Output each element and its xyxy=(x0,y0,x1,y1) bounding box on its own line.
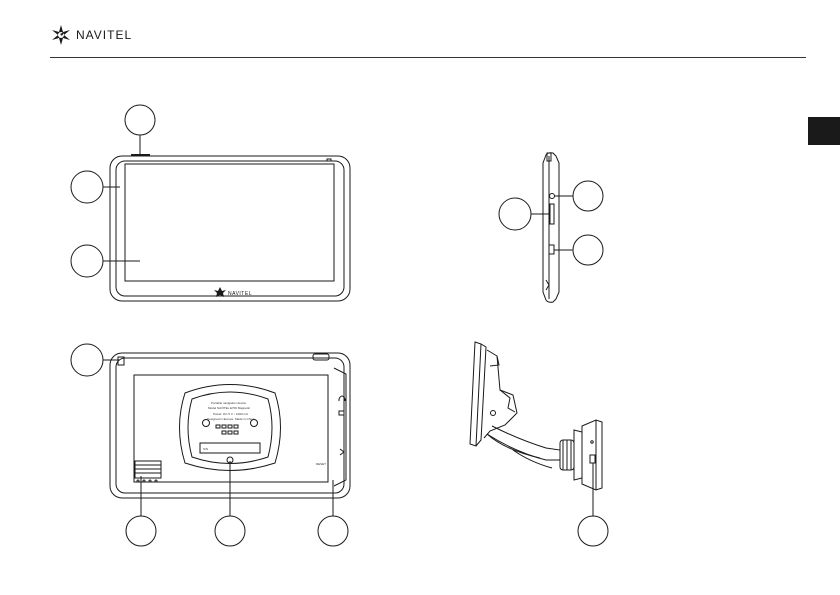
mount-arm xyxy=(486,425,561,461)
callout-back-reset xyxy=(214,515,246,547)
callout-back-ports xyxy=(317,515,349,547)
back-usb-icon xyxy=(339,448,345,456)
side-sd-slot xyxy=(549,203,555,225)
back-screw-right xyxy=(250,419,258,427)
device-side-view xyxy=(542,152,560,303)
side-power-button xyxy=(546,152,552,162)
callout-side-usb xyxy=(572,234,604,266)
mount-usb-port xyxy=(589,454,596,464)
back-panel xyxy=(133,374,329,483)
mount-holder-plate xyxy=(469,341,482,447)
device-front-view: NAVITEL xyxy=(109,154,351,302)
back-corner-notch xyxy=(117,356,125,366)
callout-front-sensor xyxy=(70,170,104,204)
side-usb-port xyxy=(548,244,555,255)
windshield-mount-view xyxy=(469,341,603,491)
language-side-tab xyxy=(808,117,840,145)
back-headphone-icon xyxy=(338,395,346,401)
front-screen xyxy=(124,163,335,282)
back-speaker-grille xyxy=(134,460,162,483)
front-outer-body xyxy=(109,155,351,302)
back-sn-box xyxy=(199,442,261,454)
back-sd-icon xyxy=(338,410,345,416)
side-body xyxy=(542,152,560,303)
callout-back-speaker xyxy=(125,515,157,547)
back-label-line-4: Designed in Europe. Made in China xyxy=(207,417,255,421)
back-label-line-1: Portable navigation device xyxy=(211,401,247,405)
callout-side-sd-slot xyxy=(498,197,532,231)
device-back-view: S/N Portable navigation device Model NAV… xyxy=(109,352,351,499)
back-sn-label: S/N xyxy=(203,447,208,451)
front-logo-icon xyxy=(214,287,226,297)
back-callouts xyxy=(70,343,349,547)
back-mount-plate xyxy=(179,384,281,471)
mount-callouts xyxy=(577,463,609,547)
front-inner-bezel xyxy=(115,160,345,297)
side-headphone-jack xyxy=(549,193,555,199)
callout-mount-usb xyxy=(577,515,609,547)
navitel-compass-logo-icon xyxy=(52,25,70,45)
header-divider xyxy=(50,57,806,58)
callout-front-power xyxy=(124,104,156,136)
page-header: NAVITEL xyxy=(0,0,840,60)
back-reset-label: RESET xyxy=(316,462,326,466)
back-side-port-strip xyxy=(333,367,347,487)
callout-side-headphone xyxy=(572,180,604,212)
front-light-sensor xyxy=(326,158,332,162)
certification-marks-icon xyxy=(215,424,239,435)
callout-front-screen xyxy=(70,244,104,278)
back-label-line-3: Power: DC 5 V ↓ 1000 mA xyxy=(213,412,248,416)
front-logo-text: NAVITEL xyxy=(228,291,252,297)
brand-name: NAVITEL xyxy=(76,28,133,42)
callout-back-corner xyxy=(70,343,104,377)
back-top-clip xyxy=(312,353,330,361)
front-callouts xyxy=(70,104,156,278)
back-label-line-2: Model NAVITEL E700 Magnetic xyxy=(208,406,251,410)
side-callouts xyxy=(498,180,604,266)
back-screw-left xyxy=(202,419,210,427)
